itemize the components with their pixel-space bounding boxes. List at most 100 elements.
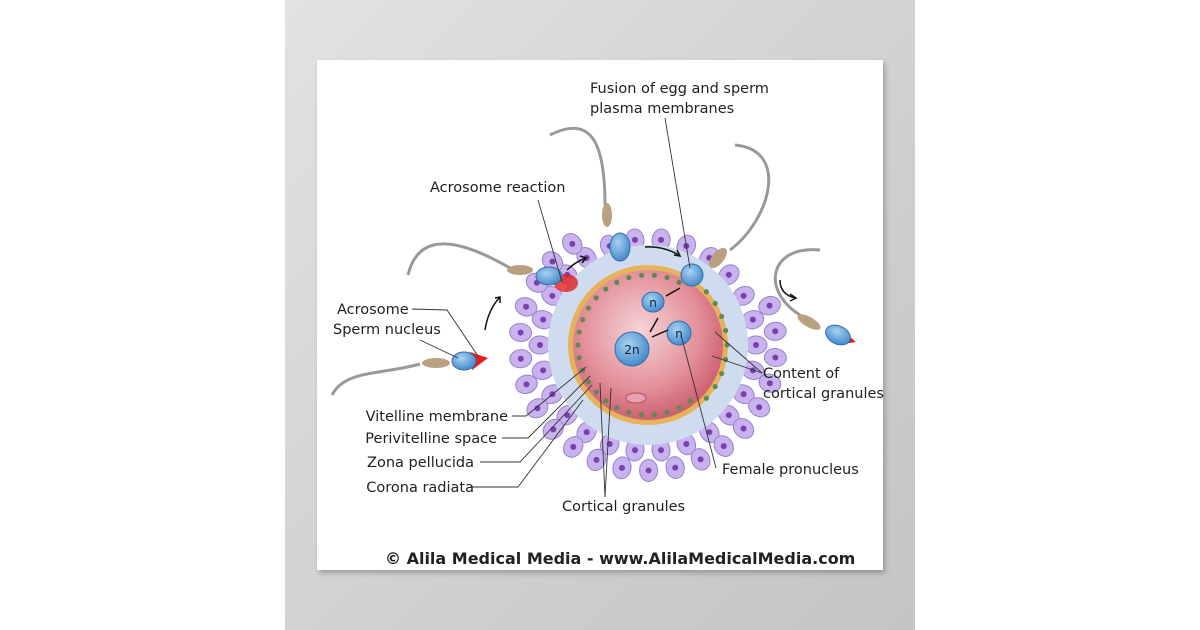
corona-cell-nucleus xyxy=(631,447,638,454)
cortical-granule xyxy=(626,275,632,281)
corona-cell-nucleus xyxy=(550,426,557,433)
corona-cell-nucleus xyxy=(537,342,543,348)
cortical-granule xyxy=(638,272,645,278)
corona-cell-nucleus xyxy=(549,292,556,299)
cortical-granules-dots xyxy=(575,272,730,418)
corona-cell-nucleus xyxy=(517,355,524,362)
label-acrosome-reaction: Acrosome reaction xyxy=(430,180,565,196)
cortical-granule xyxy=(626,409,632,415)
label-vitelline-membrane: Vitelline membrane xyxy=(366,409,508,425)
label-sperm-nucleus: Sperm nucleus xyxy=(333,322,441,338)
cortical-granule xyxy=(712,383,718,390)
corona-cell-nucleus xyxy=(564,412,571,419)
corona-cell-nucleus xyxy=(658,236,665,243)
label-content-cortical-granules: cortical granules xyxy=(763,386,884,402)
cortical-granule xyxy=(676,279,682,285)
cortical-granule xyxy=(576,329,582,335)
label-fusion-line2: plasma membranes xyxy=(590,101,734,117)
cortical-granule xyxy=(576,355,582,361)
cortical-granule xyxy=(585,305,592,311)
corona-cell-nucleus xyxy=(593,456,600,463)
corona-cell-nucleus xyxy=(749,316,756,323)
corona-cell-nucleus xyxy=(706,429,713,436)
corona-cell-nucleus xyxy=(766,380,773,387)
corona-cell-nucleus xyxy=(725,412,732,419)
cortical-granule xyxy=(687,398,693,404)
corona-cell-nucleus xyxy=(618,464,625,471)
sperm-fusion xyxy=(680,143,771,287)
corona-cell-nucleus xyxy=(772,354,779,361)
corona-cell-nucleus xyxy=(720,443,727,450)
cortical-granule xyxy=(664,409,670,415)
female-pronucleus-label: n xyxy=(675,327,683,341)
corona-cell-nucleus xyxy=(697,456,704,463)
zygote-nucleus xyxy=(614,331,650,367)
cortical-granule xyxy=(575,342,581,348)
corona-cell-nucleus xyxy=(631,236,638,243)
corona-cell-nucleus xyxy=(740,391,747,398)
cortical-granule xyxy=(614,279,620,285)
corona-cell-nucleus xyxy=(570,443,577,450)
corona-cell-nucleus xyxy=(756,404,763,411)
cortical-granule xyxy=(703,289,709,295)
cortical-granule xyxy=(603,398,609,404)
corona-cell-nucleus xyxy=(740,425,747,432)
corona-cell-nucleus xyxy=(725,271,732,278)
cortical-granule xyxy=(651,272,658,278)
corona-cell-nucleus xyxy=(540,316,547,323)
cortical-granule xyxy=(724,342,730,348)
cortical-granule xyxy=(614,405,620,411)
label-content-of: Content of xyxy=(763,366,840,382)
cortical-granule xyxy=(580,317,586,323)
cortical-granule xyxy=(723,327,729,334)
corona-cell-nucleus xyxy=(534,405,541,412)
copyright-footer: © Alila Medical Media - www.AlilaMedical… xyxy=(385,549,855,568)
leader-lines xyxy=(411,117,763,498)
cortical-granule xyxy=(719,313,725,320)
corona-cell-nucleus xyxy=(753,342,759,348)
corona-cell-nucleus xyxy=(549,258,556,265)
cortical-granule xyxy=(593,389,599,395)
sperm-top xyxy=(549,126,631,262)
corona-cell-nucleus xyxy=(523,303,530,310)
corona-radiata-cells xyxy=(509,228,787,482)
label-zona-pellucida: Zona pellucida xyxy=(367,455,474,471)
male-pronucleus-label: n xyxy=(649,296,657,310)
polar-body xyxy=(625,392,647,404)
label-fusion-line1: Fusion of egg and sperm xyxy=(590,81,769,97)
corona-cell-nucleus xyxy=(540,367,547,374)
label-perivitelline-space: Perivitelline space xyxy=(365,431,497,447)
corona-cell-nucleus xyxy=(740,292,747,299)
label-corona-radiata: Corona radiata xyxy=(366,480,474,496)
corona-cell-nucleus xyxy=(583,429,590,436)
label-female-pronucleus: Female pronucleus xyxy=(722,462,859,478)
cortical-granule xyxy=(664,275,670,281)
sperm-right xyxy=(773,248,856,346)
female-pronucleus xyxy=(666,320,692,346)
cortical-granule xyxy=(585,379,592,385)
cortical-granule xyxy=(638,412,645,418)
corona-cell-nucleus xyxy=(658,447,665,454)
sperm-acrosome-reaction xyxy=(406,242,578,292)
nucleus-2n-label: 2n xyxy=(624,343,639,357)
corona-cell-nucleus xyxy=(683,440,690,447)
corona-cell-nucleus xyxy=(523,381,530,388)
sperm-left xyxy=(330,351,488,396)
cortical-granule xyxy=(593,295,599,301)
cortical-granule xyxy=(712,300,718,307)
male-pronucleus xyxy=(641,291,665,313)
motion-arrows xyxy=(484,246,798,338)
cortical-granule xyxy=(651,412,658,418)
cortical-granule xyxy=(603,286,609,292)
label-acrosome: Acrosome xyxy=(337,302,409,318)
corona-cell-nucleus xyxy=(766,302,773,309)
corona-cell-nucleus xyxy=(645,467,652,474)
corona-cell-nucleus xyxy=(672,464,679,471)
corona-cell-nucleus xyxy=(772,328,779,335)
corona-cell-nucleus xyxy=(569,240,576,247)
corona-cell-nucleus xyxy=(517,329,524,336)
cortical-granule xyxy=(676,405,682,411)
cortical-granule xyxy=(703,395,709,401)
cortical-granule xyxy=(719,370,725,377)
